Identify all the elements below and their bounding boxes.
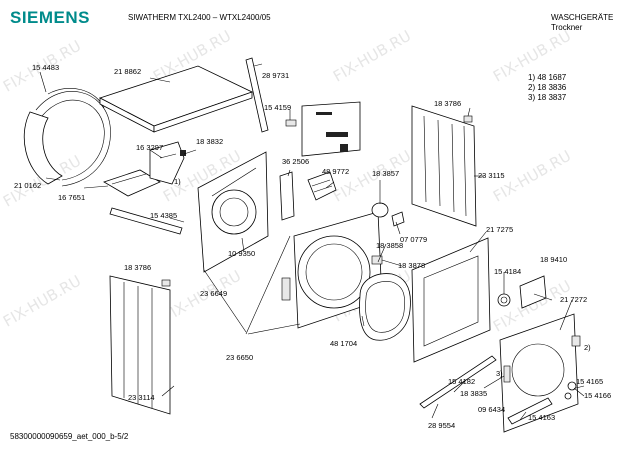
front-cover-part (499, 313, 581, 433)
rear-wall-part (197, 151, 269, 273)
door-seal-part (23, 87, 111, 187)
part-number-label: 18 3832 (196, 137, 224, 146)
document-code: 58300000090659_aet_000_b-5/2 (10, 432, 129, 441)
legend: 1) 48 1687 2) 18 3836 3) 18 3837 (528, 73, 566, 103)
part-number-label: 21 7275 (486, 225, 514, 234)
part-number-label: 18 3857 (372, 169, 400, 178)
part-number-label: 23 6649 (200, 289, 228, 298)
part-number-label: 21 0162 (14, 181, 42, 190)
plinth-part (419, 355, 497, 409)
bracket-part (279, 171, 295, 221)
part-number-label: 18 3858 (376, 241, 404, 250)
part-number-label: 15 4184 (494, 267, 522, 276)
part-number-label: 16 7651 (58, 193, 86, 202)
part-number-label: 23 3115 (478, 171, 505, 180)
gasket-part (359, 273, 411, 341)
door-hinge-part (519, 275, 547, 309)
part-number-label: 28 9731 (262, 71, 290, 80)
legend-item: 1) 48 1687 (528, 73, 567, 82)
heater-part (307, 171, 337, 201)
part-number-label: 21 8862 (114, 67, 142, 76)
brand-logo: SIEMENS (10, 8, 91, 27)
part-number-label: 18 3835 (460, 389, 488, 398)
part-number-label: 16 3297 (136, 143, 164, 152)
part-number-label: 21 7272 (560, 295, 588, 304)
part-number-label: 36 2506 (282, 157, 310, 166)
part-number-label: 18 3786 (434, 99, 462, 108)
handle-part (507, 381, 577, 425)
part-number-label: 15 4159 (264, 103, 292, 112)
model-title: SIWATHERM TXL2400 – WTXL2400/05 (128, 13, 271, 22)
strip-part (245, 57, 269, 133)
legend-item: 2) 18 3836 (528, 83, 567, 92)
category-label: WASCHGERÄTE (551, 13, 614, 22)
part-number-label: 48 1704 (330, 339, 358, 348)
callout-label: 1) (174, 177, 181, 186)
part-number-label: 07 0779 (400, 235, 428, 244)
part-number-label: 18 3786 (124, 263, 152, 272)
part-number-label: 15 4163 (528, 413, 556, 422)
part-number-label: 18 9410 (540, 255, 568, 264)
part-number-label: 23 3114 (128, 393, 155, 402)
part-number-label: 15 4166 (584, 391, 612, 400)
side-panel-left-part (109, 275, 171, 415)
top-cover-part (98, 65, 254, 133)
door-frame-part (411, 237, 491, 363)
subcategory-label: Trockner (551, 23, 583, 32)
part-number-label: 15 4483 (32, 63, 60, 72)
legend-item: 3) 18 3837 (528, 93, 567, 102)
part-number-label: 15 4182 (448, 377, 476, 386)
part-number-label: 28 9554 (428, 421, 456, 430)
leader-lines (39, 63, 585, 421)
part-number-label: 18 3878 (398, 261, 426, 270)
part-number-label: 15 4165 (576, 377, 604, 386)
sensor-part (149, 141, 186, 185)
hinge-part (371, 202, 405, 265)
rail-part (109, 207, 183, 235)
part-number-label: 10 9350 (228, 249, 256, 258)
part-number-label: 23 6650 (226, 353, 254, 362)
part-number-label: 48 9772 (322, 167, 350, 176)
callout-label: 2) (584, 343, 591, 352)
control-panel-part (301, 101, 361, 157)
callout-label: 3) (496, 369, 503, 378)
side-panel-right-part (411, 105, 477, 227)
filter-part (103, 169, 161, 197)
lock-part (497, 293, 511, 307)
part-number-label: 15 4385 (150, 211, 178, 220)
part-number-label: 09 6434 (478, 405, 506, 414)
clip-part (285, 119, 297, 127)
